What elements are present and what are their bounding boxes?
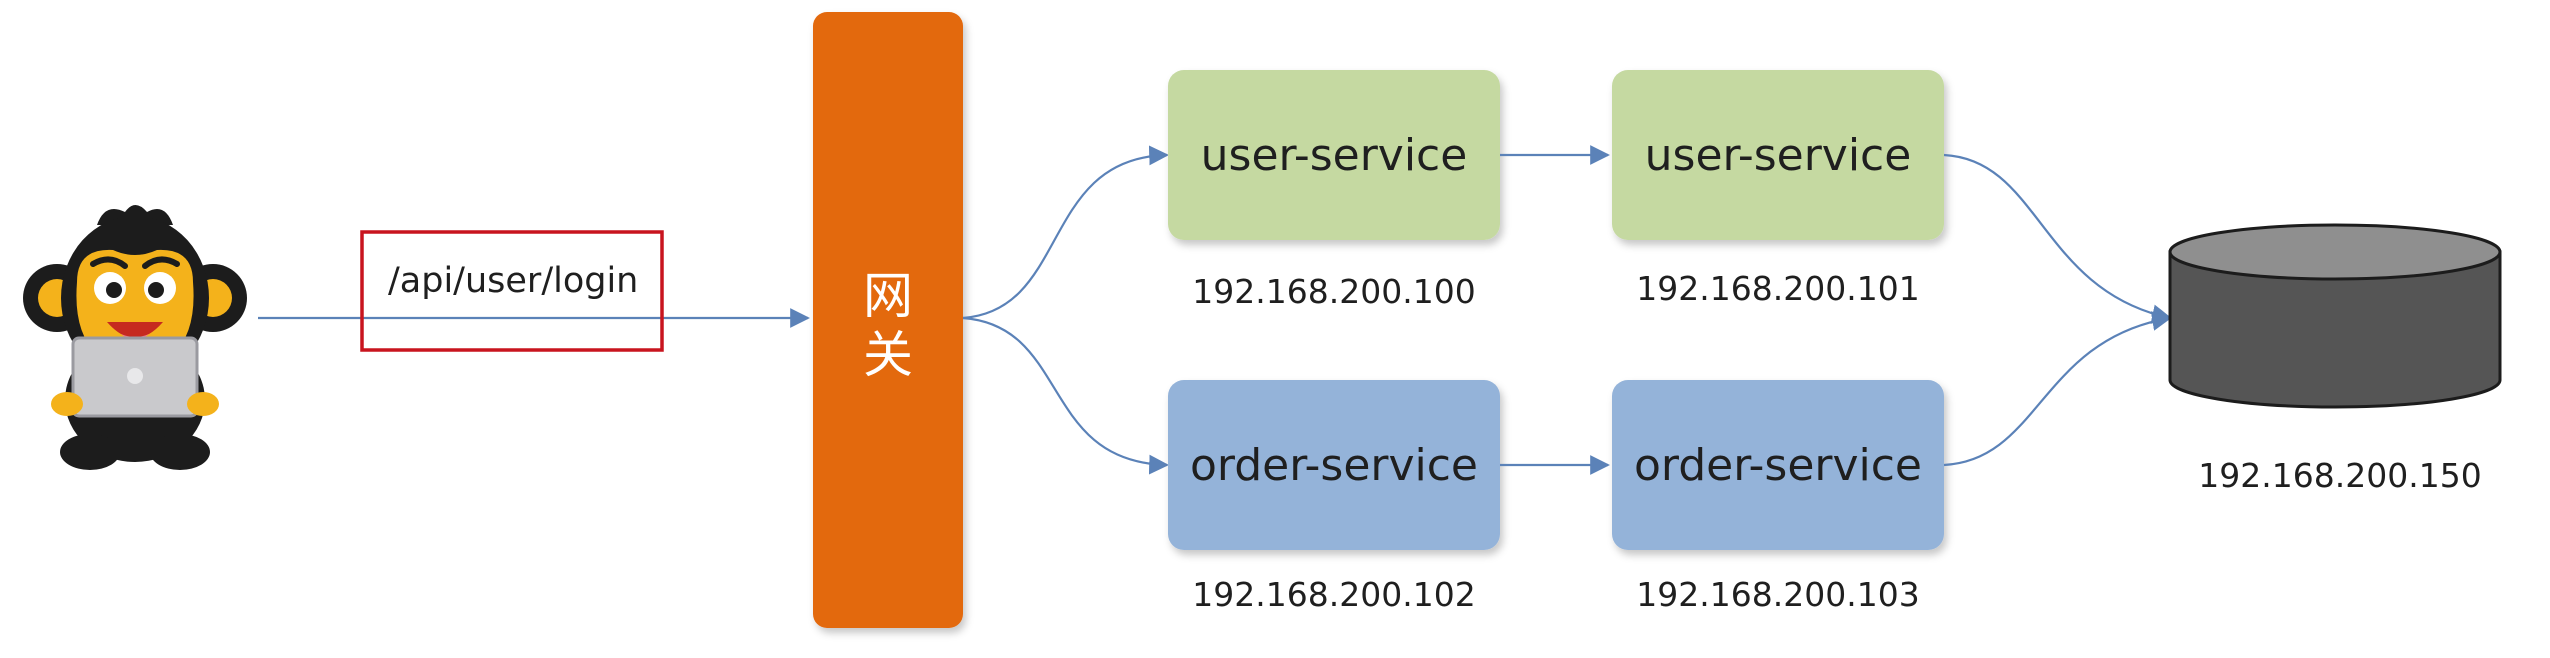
order-service-label-a: order-service: [1190, 440, 1478, 491]
order-service-node-b: [1612, 380, 1944, 550]
user-service-ip-b: 192.168.200.101: [1636, 269, 1919, 308]
gateway-label-bottom: 关: [863, 326, 913, 384]
order-service-ip-a: 192.168.200.102: [1192, 575, 1475, 614]
gateway-label-top: 网: [863, 267, 913, 325]
user-service-node-a: [1168, 70, 1500, 240]
user-service-to-database-connector: [1943, 153, 2172, 324]
user-service-ip-a: 192.168.200.100: [1192, 272, 1475, 311]
request-path-highlight: [360, 230, 664, 352]
database-cylinder-icon: [2168, 223, 2502, 409]
gateway-to-user-service-connector: [962, 145, 1169, 320]
order-service-ip-b: 192.168.200.103: [1636, 575, 1919, 614]
user-service-label-b: user-service: [1645, 130, 1912, 181]
user-service-node-b: [1612, 70, 1944, 240]
user-service-label-a: user-service: [1201, 130, 1468, 181]
order-service-label-b: order-service: [1634, 440, 1922, 491]
gateway-block: [813, 12, 963, 628]
order-service-node-a: [1168, 380, 1500, 550]
request-path-label: /api/user/login: [388, 261, 638, 301]
database-ip: 192.168.200.150: [2198, 456, 2481, 495]
monkey-with-laptop-icon: [23, 205, 247, 470]
gateway-to-order-service-connector: [962, 316, 1169, 475]
order-service-to-database-connector: [1943, 311, 2172, 467]
